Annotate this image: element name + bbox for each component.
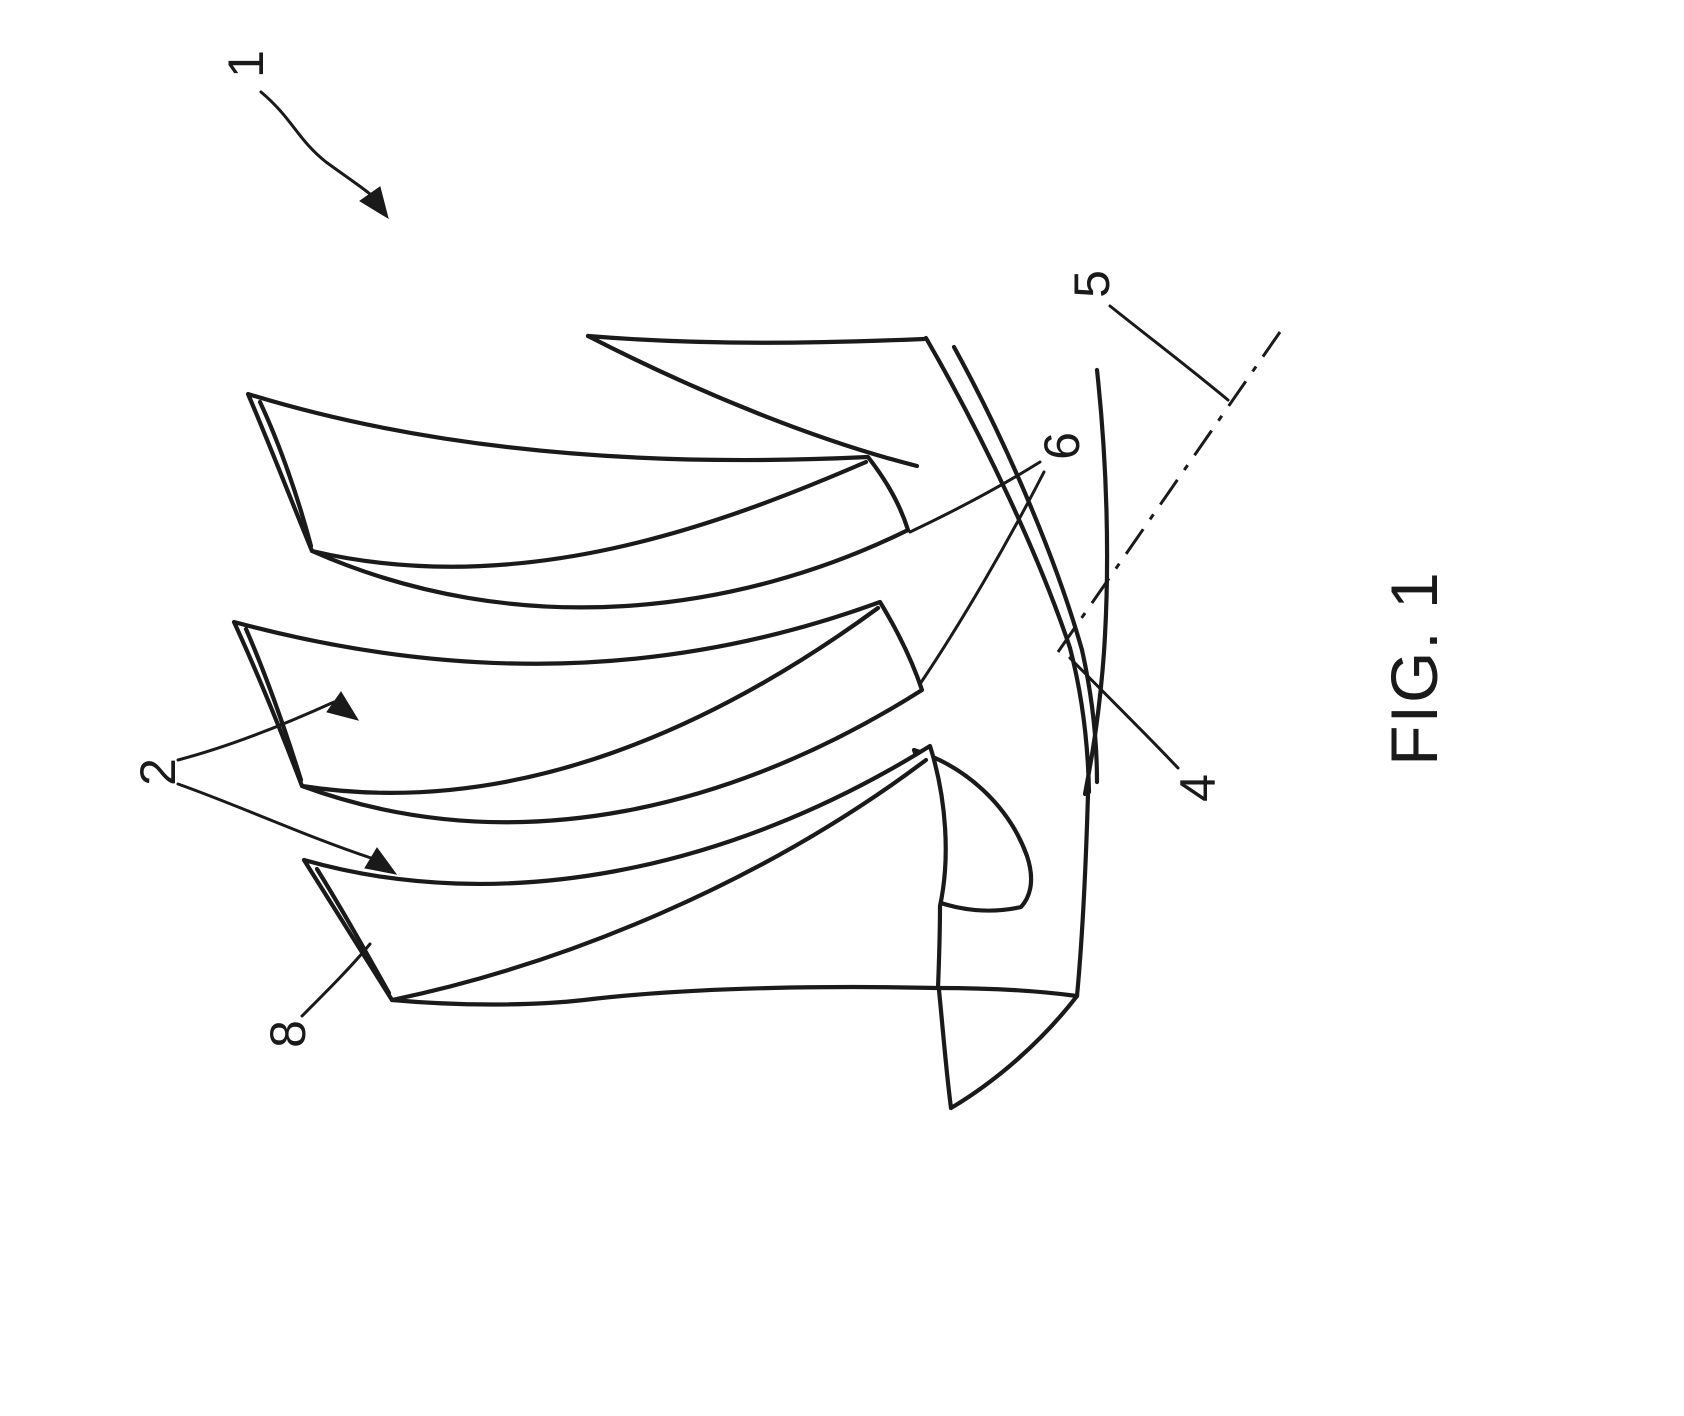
blade-1: [245, 391, 911, 610]
leader-6a: [908, 460, 1042, 534]
blade-2-twist-line: [299, 605, 881, 795]
ref-label-6: 6: [1034, 432, 1090, 460]
hub-bottom-edge: [948, 993, 1080, 1111]
reference-numerals: 1 2 4 5 6 8: [130, 50, 1226, 1048]
hub-rim-inner-arc: [951, 344, 1100, 785]
ref-label-2: 2: [130, 758, 186, 786]
blade-2-tip-edge: [243, 626, 304, 783]
blade-3-twist-line: [389, 757, 929, 1003]
arrowhead-1: [359, 186, 389, 220]
hub: [923, 335, 1110, 1111]
ref-label-5: 5: [1064, 270, 1120, 298]
hub-rim-outer-arc: [923, 335, 1092, 795]
ref-label-8: 8: [260, 1020, 316, 1048]
leader-2a: [176, 700, 336, 762]
leader-6b: [918, 470, 1046, 686]
ref-label-1: 1: [218, 50, 274, 78]
hub-bottom-right-edge: [1074, 791, 1091, 999]
hub-silhouette-line: [1082, 367, 1110, 797]
leaders: [176, 90, 1230, 1018]
figure-caption: FIG. 1: [1377, 570, 1451, 765]
arrowhead-2a: [326, 691, 360, 721]
blade-3-outline: [301, 743, 948, 1007]
blade-1-outline: [245, 391, 911, 610]
partial-blade-lower-edge: [585, 333, 920, 469]
blade-1-tip-edge: [257, 399, 314, 549]
leader-2b: [176, 782, 373, 860]
blade-1-twist-line: [309, 459, 869, 569]
blade-3-tip-edge: [314, 866, 392, 996]
partial-blade-upper-edge: [585, 333, 927, 345]
ref-label-4: 4: [1170, 774, 1226, 802]
leader-5: [1108, 304, 1230, 402]
centerline-axis: [1056, 331, 1282, 653]
partial-background-blade: [585, 333, 927, 469]
leader-4: [1068, 656, 1180, 770]
hub-bottom-top-edge: [935, 985, 1080, 999]
arrowhead-2b: [364, 847, 398, 875]
blade-2: [231, 599, 925, 825]
leader-8: [300, 942, 372, 1018]
blade-3: [301, 743, 948, 1007]
hub-bottom-left-edge: [936, 987, 954, 1111]
leader-1: [259, 90, 372, 196]
